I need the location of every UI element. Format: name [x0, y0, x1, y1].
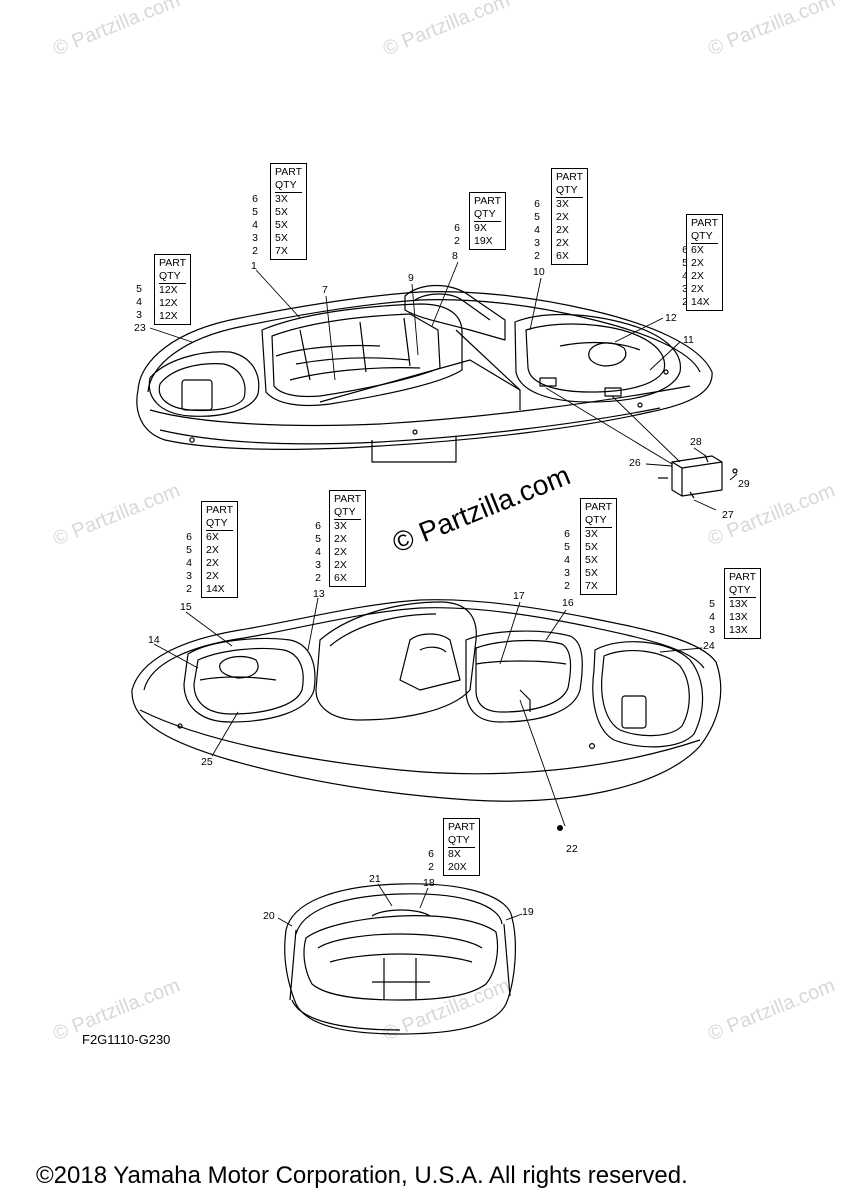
callout-9: 9	[408, 272, 414, 284]
callout-20: 20	[263, 910, 275, 922]
callout-15: 15	[180, 601, 192, 613]
qty-table: PART QTY 6X 2X 2X 2X 14X	[686, 214, 724, 311]
qty-table: PART QTY 8X 20X	[443, 818, 481, 876]
diagram-code: F2G1110-G230	[82, 1032, 171, 1047]
callout-11: 11	[683, 334, 694, 346]
callout-23: 23	[134, 322, 146, 334]
fastener-part	[557, 825, 563, 831]
qty-table: PART QTY 3X 5X 5X 5X 7X	[580, 498, 618, 595]
callout-1: 1	[251, 260, 257, 272]
callout-10: 10	[533, 266, 545, 278]
qty-table: PART QTY 6X 2X 2X 2X 14X	[201, 501, 239, 598]
copyright-notice: ©2018 Yamaha Motor Corporation, U.S.A. A…	[36, 1162, 688, 1189]
callout-25: 25	[201, 756, 213, 768]
qty-table: PART QTY 3X 5X 5X 5X 7X	[270, 163, 308, 260]
callout-19: 19	[522, 906, 534, 918]
top-hull	[136, 285, 713, 463]
callout-21: 21	[369, 873, 381, 885]
callout-26: 26	[629, 457, 641, 469]
callout-18: 18	[423, 877, 435, 889]
callout-14: 14	[148, 634, 160, 646]
callout-8: 8	[452, 250, 458, 262]
middle-hull	[131, 599, 722, 802]
callout-29: 29	[738, 478, 750, 490]
bottom-hull	[284, 883, 516, 1035]
callout-17: 17	[513, 590, 525, 602]
callout-28: 28	[690, 436, 702, 448]
callout-24: 24	[703, 640, 715, 652]
qty-table: PART QTY 12X 12X 12X	[154, 254, 192, 325]
qty-table: PART QTY 3X 2X 2X 2X 6X	[551, 168, 589, 265]
callout-13: 13	[313, 588, 325, 600]
callout-12: 12	[665, 312, 677, 324]
qty-table: PART QTY 13X 13X 13X	[724, 568, 762, 639]
callout-27: 27	[722, 509, 734, 521]
callout-7: 7	[322, 284, 328, 296]
qty-table: PART QTY 9X 19X	[469, 192, 507, 250]
bracket-part	[658, 454, 738, 499]
qty-table: PART QTY 3X 2X 2X 2X 6X	[329, 490, 367, 587]
leader-lines	[149, 261, 738, 927]
callout-16: 16	[562, 597, 574, 609]
callout-22: 22	[566, 843, 578, 855]
